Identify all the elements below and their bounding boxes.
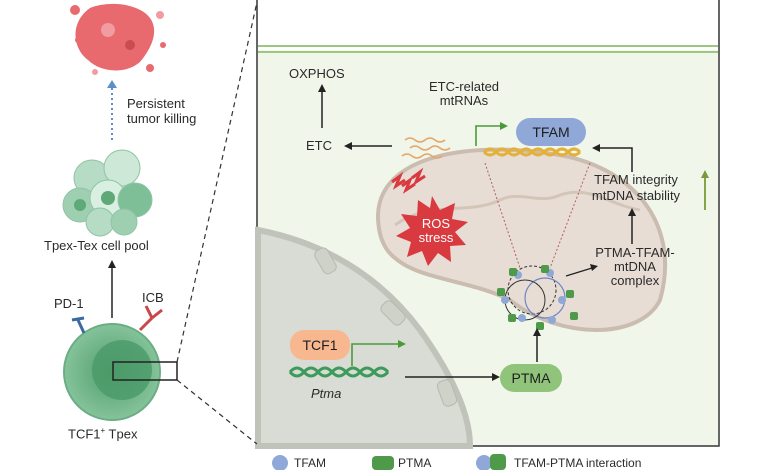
icb-label: ICB (142, 290, 164, 305)
nuclear-pore-2 (380, 300, 406, 326)
nuclear-pore-3 (436, 379, 458, 407)
etc-mtrnas-label: ETC-related mtRNAs (414, 80, 514, 108)
nuclear-pore-1 (314, 247, 337, 275)
tfam-integrity-label: TFAM integrity mtDNA stability (576, 172, 696, 204)
ros-line-2: stress (418, 230, 454, 245)
oxphos-label: OXPHOS (289, 66, 345, 81)
etc-mtrnas-line-2: mtRNAs (439, 93, 489, 108)
tcf1-pill: TCF1 (290, 330, 350, 360)
arrowhead (701, 170, 709, 178)
complex-proteins (497, 265, 578, 330)
arrow-dna-to-complex-label (565, 267, 593, 277)
mtdna-strand-yellow-2 (482, 147, 582, 157)
zoom-line-lower (176, 379, 258, 445)
arrowhead (318, 84, 326, 92)
complex-label: PTMA-TFAM- mtDNA complex (590, 246, 680, 288)
tpex-tex-cell-cluster (62, 149, 153, 237)
arrowhead (344, 142, 352, 150)
mtdna-circle-1 (507, 265, 557, 315)
legend-ptma-label: PTMA (398, 456, 432, 470)
mtrna-line-2 (409, 145, 451, 151)
pd1-receptor (71, 316, 86, 334)
arrowhead (492, 373, 500, 381)
etc-label: ETC (306, 138, 332, 153)
arrowhead (500, 122, 508, 130)
tfam-integrity-line-2: mtDNA stability (591, 188, 681, 203)
lightning-icon-1 (391, 171, 406, 190)
pd1-label: PD-1 (54, 296, 84, 311)
persistent-line-2: tumor killing (127, 111, 197, 126)
ptma-gene-label: Ptma (311, 386, 342, 401)
ptma-gene-dna-1 (288, 366, 390, 378)
zoom-line-left (484, 162, 521, 269)
complex-line-3: complex (610, 273, 660, 288)
persistent-killing-label: Persistent tumor killing (127, 96, 196, 126)
arrowhead (398, 340, 406, 348)
nucleus (255, 226, 474, 449)
transcription-arrow-gene (351, 343, 398, 366)
persistent-line-1: Persistent (127, 96, 185, 111)
lightning-icon-2 (401, 175, 416, 194)
legend-tfam-label: TFAM (294, 456, 326, 470)
complex-line-2: mtDNA (614, 259, 656, 274)
legend-tfam-icon (272, 455, 288, 470)
transcription-arrow-top (475, 125, 500, 146)
tpex-label-main: TCF1 (68, 426, 101, 442)
ros-stress-burst (396, 196, 468, 266)
zoom-line-upper (176, 1, 258, 363)
legend-interaction-label: TFAM-PTMA interaction (514, 456, 642, 470)
zoom-box (112, 361, 178, 381)
arrowhead (533, 328, 541, 336)
arrowhead (107, 80, 117, 88)
mtrna-line-3 (401, 153, 443, 159)
zoom-line-right (549, 162, 591, 269)
arrowhead (590, 264, 598, 271)
arrow-integrity-to-dna (600, 147, 633, 172)
ptma-gene-dna-2 (288, 366, 390, 378)
tpex-nucleus (92, 340, 152, 400)
complex-line-1: PTMA-TFAM- (595, 245, 675, 260)
ptma-pill: PTMA (500, 364, 562, 392)
ros-line-1: ROS (421, 216, 451, 231)
legend-ptma-icon (372, 456, 394, 470)
etc-mtrnas-line-1: ETC-related (428, 79, 500, 94)
arrowhead (628, 208, 636, 216)
arrowhead (108, 260, 116, 268)
tfam-pill: TFAM (516, 118, 586, 146)
icb-antibody (138, 305, 163, 332)
ros-stress-label: ROS stress (408, 217, 464, 245)
tumor-cells (70, 3, 166, 75)
legend-interaction-icon (476, 454, 506, 470)
tfam-integrity-line-1: TFAM integrity (594, 172, 678, 187)
arrowhead (592, 144, 600, 152)
tpex-label-sup: + (100, 426, 106, 435)
pool-label: Tpex-Tex cell pool (44, 238, 149, 253)
mtrna-line-1 (404, 137, 446, 143)
lightning-icon-3 (411, 167, 426, 186)
tpex-cell-label: TCF1+ Tpex (68, 426, 137, 441)
tpex-label-rest: Tpex (105, 426, 138, 442)
